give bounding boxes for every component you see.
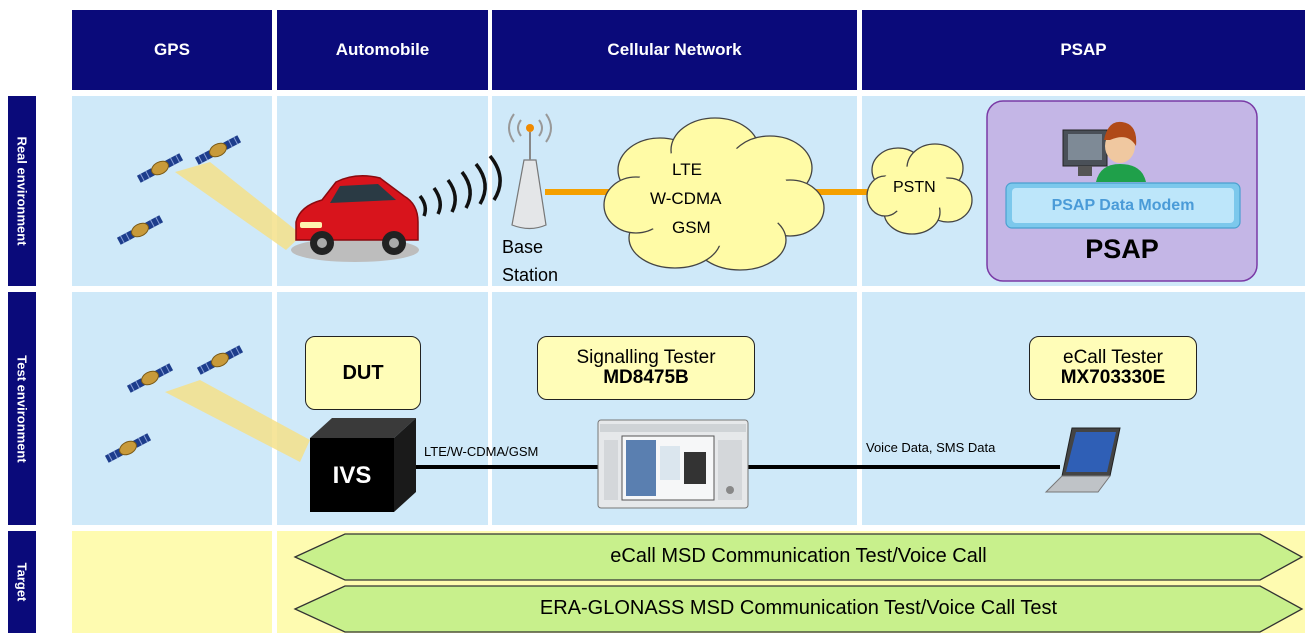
satellite-icon	[195, 342, 245, 378]
header-automobile: Automobile	[277, 10, 488, 90]
ecall-tester-name: eCall Tester	[1063, 347, 1163, 369]
antenna-tower-icon	[508, 113, 552, 230]
gps-beam-real	[175, 162, 302, 250]
cloud-network-icon	[603, 117, 825, 271]
arrow-era-glonass	[293, 585, 1304, 633]
car-icon	[291, 175, 419, 262]
satellite-icon	[115, 212, 165, 248]
target-era-glonass-label: ERA-GLONASS MSD Communication Test/Voice…	[539, 597, 1058, 619]
cloud-pstn-icon	[866, 143, 973, 235]
cell-target-gps	[72, 531, 272, 633]
signalling-tester-instrument-icon	[597, 419, 749, 509]
link-label-voice-sms: Voice Data, SMS Data	[866, 440, 996, 455]
row-label-test: Test environment	[8, 292, 36, 525]
link-label-lte-wcdma-gsm: LTE/W-CDMA/GSM	[424, 444, 539, 459]
ecall-tester-model: MX703330E	[1060, 367, 1166, 388]
signalling-tester-model: MD8475B	[603, 367, 689, 388]
ecall-tester-box: eCall Tester MX703330E	[1029, 336, 1197, 400]
dut-box: DUT	[305, 336, 421, 410]
satellite-icon	[125, 360, 175, 396]
signalling-tester-box: Signalling Tester MD8475B	[537, 336, 755, 400]
satellite-icon	[103, 430, 153, 466]
row-label-real: Real environment	[8, 96, 36, 286]
laptop-icon	[1044, 427, 1121, 493]
cloud-label-wcdma: W-CDMA	[650, 189, 722, 208]
gps-beam-test	[165, 380, 310, 462]
row-label-target: Target	[8, 531, 36, 633]
ivs-label: IVS	[332, 462, 372, 489]
base-station-label: Base Station	[502, 237, 559, 285]
psap-data-modem-label: PSAP Data Modem	[1051, 197, 1195, 214]
header-psap: PSAP	[862, 10, 1305, 90]
satellite-icon	[193, 132, 243, 168]
cloud-label-gsm: GSM	[672, 218, 711, 237]
signalling-tester-name: Signalling Tester	[576, 347, 716, 369]
operator-icon	[1062, 121, 1146, 182]
dut-label: DUT	[342, 361, 384, 384]
cloud-label-lte: LTE	[672, 160, 702, 179]
target-ecall-label: eCall MSD Communication Test/Voice Call	[610, 545, 987, 567]
psap-label: PSAP	[1085, 234, 1159, 264]
header-cellular-network: Cellular Network	[492, 10, 857, 90]
header-gps: GPS	[72, 10, 272, 90]
radio-waves-icon	[418, 154, 502, 217]
arrow-ecall	[293, 533, 1304, 581]
ivs-cube-icon	[310, 418, 416, 512]
pstn-label: PSTN	[893, 179, 936, 196]
satellite-icon	[135, 150, 185, 186]
